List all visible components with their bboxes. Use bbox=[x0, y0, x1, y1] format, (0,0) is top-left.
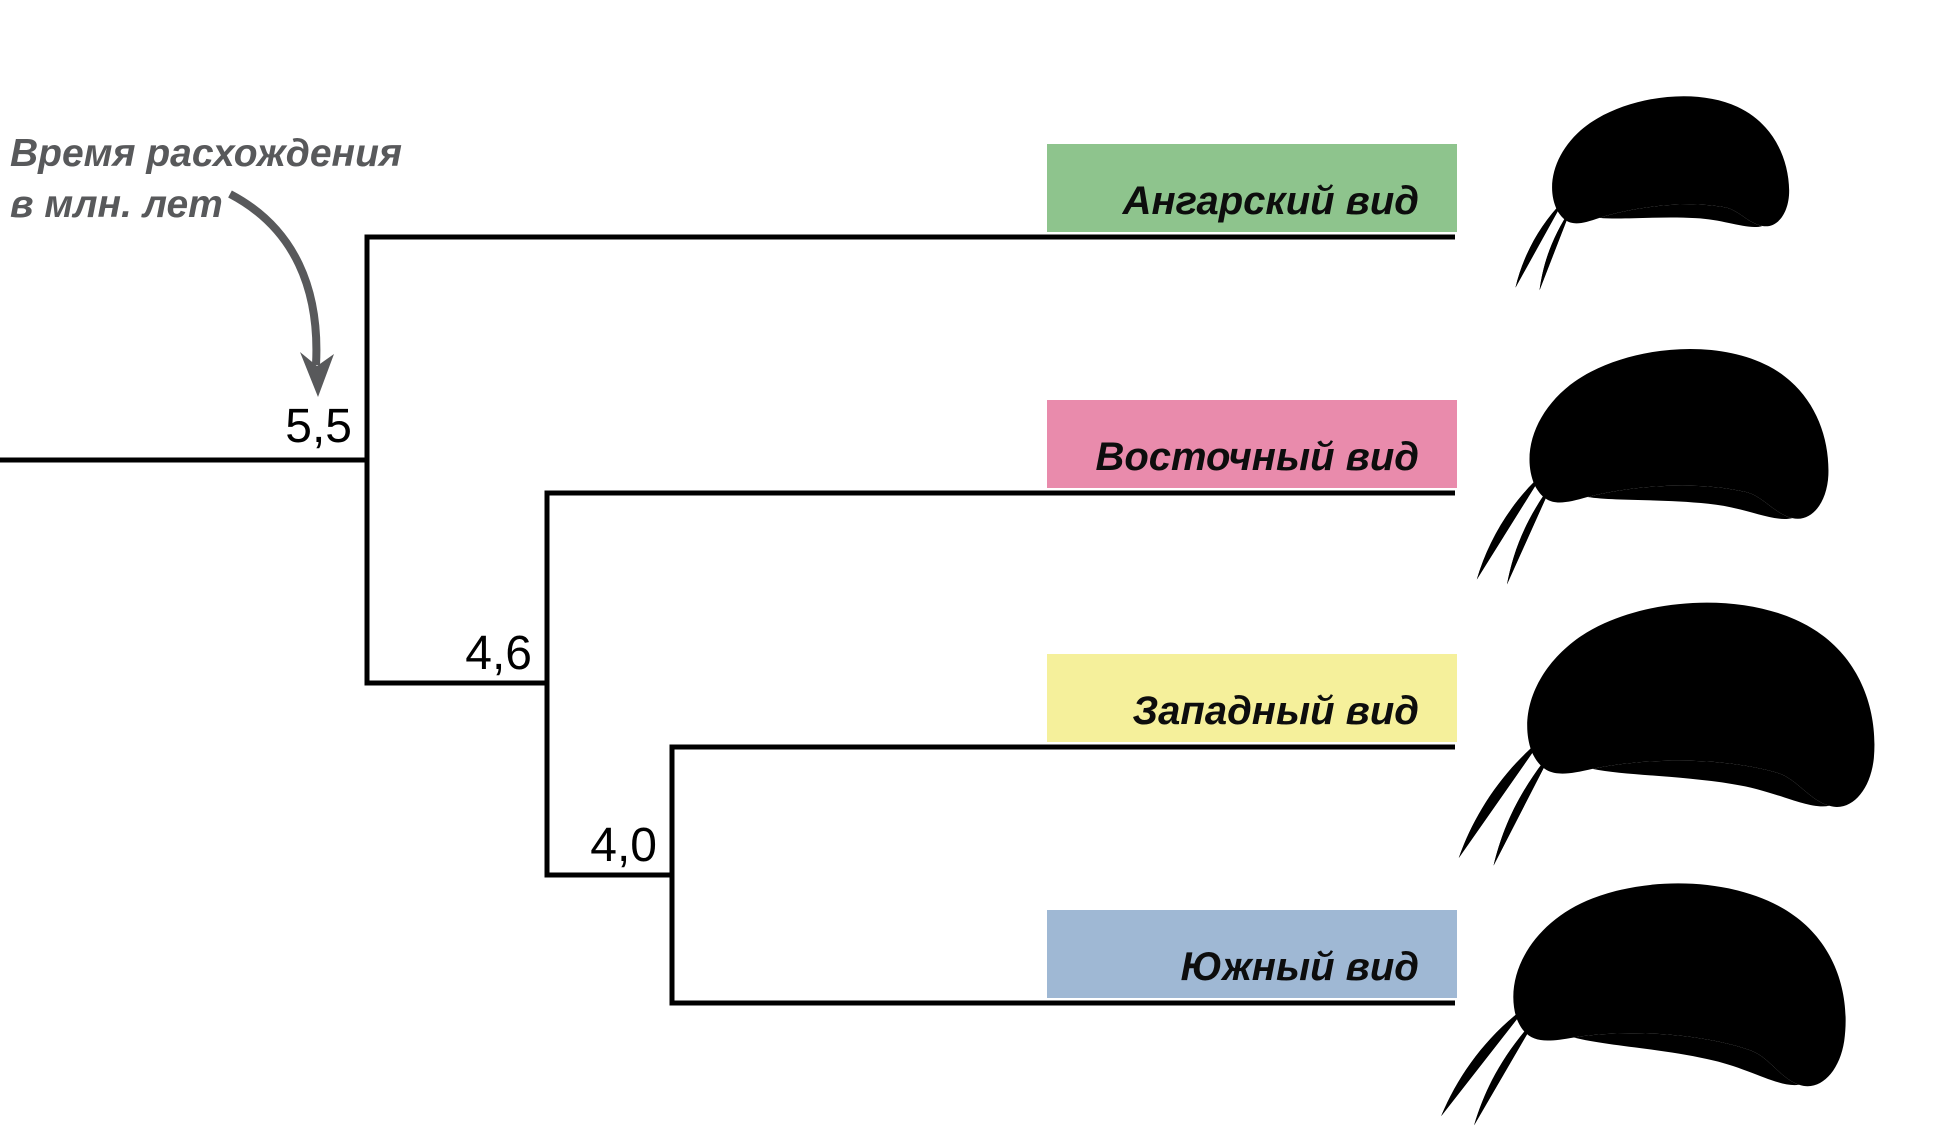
species-label-yuzhny: Южный вид bbox=[1047, 910, 1457, 998]
node-age-label-mid: 4,6 bbox=[465, 627, 532, 680]
species-name: Западный вид bbox=[1132, 689, 1419, 733]
curved-arrow-icon bbox=[228, 190, 334, 397]
species-name: Южный вид bbox=[1180, 945, 1419, 989]
annotation-line-1: Время расхождения bbox=[10, 132, 402, 175]
species-name: Восточный вид bbox=[1095, 435, 1419, 479]
species-label-zapadny: Западный вид bbox=[1047, 654, 1457, 742]
amphipod-image-angarsky bbox=[1497, 80, 1825, 293]
annotation-line-2: в млн. лет bbox=[10, 183, 223, 227]
species-label-vostochny: Восточный вид bbox=[1047, 400, 1457, 488]
node-age-label-root: 5,5 bbox=[285, 400, 352, 453]
divergence-time-annotation: Время расхождения в млн. лет bbox=[10, 128, 402, 231]
node-age-label-inner: 4,0 bbox=[590, 819, 657, 872]
amphipod-image-yuzhny bbox=[1440, 868, 1892, 1132]
species-name: Ангарский вид bbox=[1122, 179, 1419, 223]
species-label-angarsky: Ангарский вид bbox=[1047, 144, 1457, 232]
